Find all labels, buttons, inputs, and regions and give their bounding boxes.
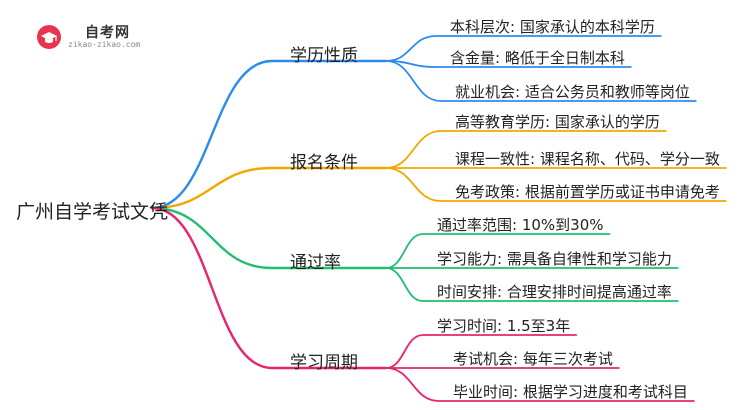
root-node: 广州自学考试文凭 (16, 201, 169, 223)
connector-line (150, 206, 388, 270)
connector-line (150, 59, 388, 210)
leaf-node: 考试机会: 每年三次考试 (453, 350, 613, 368)
connector-line (385, 267, 679, 302)
logo-title: 自考网 (85, 25, 130, 41)
connector-line (385, 367, 695, 402)
leaf-node: 免考政策: 根据前置学历或证书申请免考 (455, 183, 720, 201)
connector-line (385, 130, 667, 169)
connector-line (385, 233, 611, 269)
branch-node-requirements: 报名条件 (290, 153, 358, 173)
leaf-node: 时间安排: 合理安排时间提高通过率 (437, 283, 672, 301)
connector-line (385, 167, 727, 202)
leaf-node: 毕业时间: 根据学习进度和考试科目 (453, 383, 688, 401)
leaf-node: 学习时间: 1.5至3年 (437, 317, 571, 335)
branch-node-pass-rate: 通过率 (290, 253, 341, 273)
leaf-node: 通过率范围: 10%到30% (437, 216, 604, 234)
branch-node-study-period: 学习周期 (290, 353, 358, 373)
leaf-node: 高等教育学历: 国家承认的学历 (455, 113, 660, 131)
leaf-node: 含金量: 略低于全日制本科 (450, 49, 625, 67)
connector-line (150, 206, 388, 370)
leaf-node: 本科层次: 国家承认的本科学历 (450, 18, 655, 36)
leaf-node: 课程一致性: 课程名称、代码、学分一致 (455, 150, 720, 168)
connector-line (150, 166, 388, 210)
connector-line (385, 334, 578, 369)
logo-url: zikao-zikao.com (68, 40, 141, 49)
leaf-node: 学习能力: 需具备自律性和学习能力 (437, 250, 672, 268)
connector-line (385, 60, 697, 102)
graduation-cap-icon (37, 25, 61, 49)
connector-line (385, 35, 662, 62)
leaf-node: 就业机会: 适合公务员和教师等岗位 (455, 83, 690, 101)
branch-node-education-nature: 学历性质 (290, 46, 358, 66)
